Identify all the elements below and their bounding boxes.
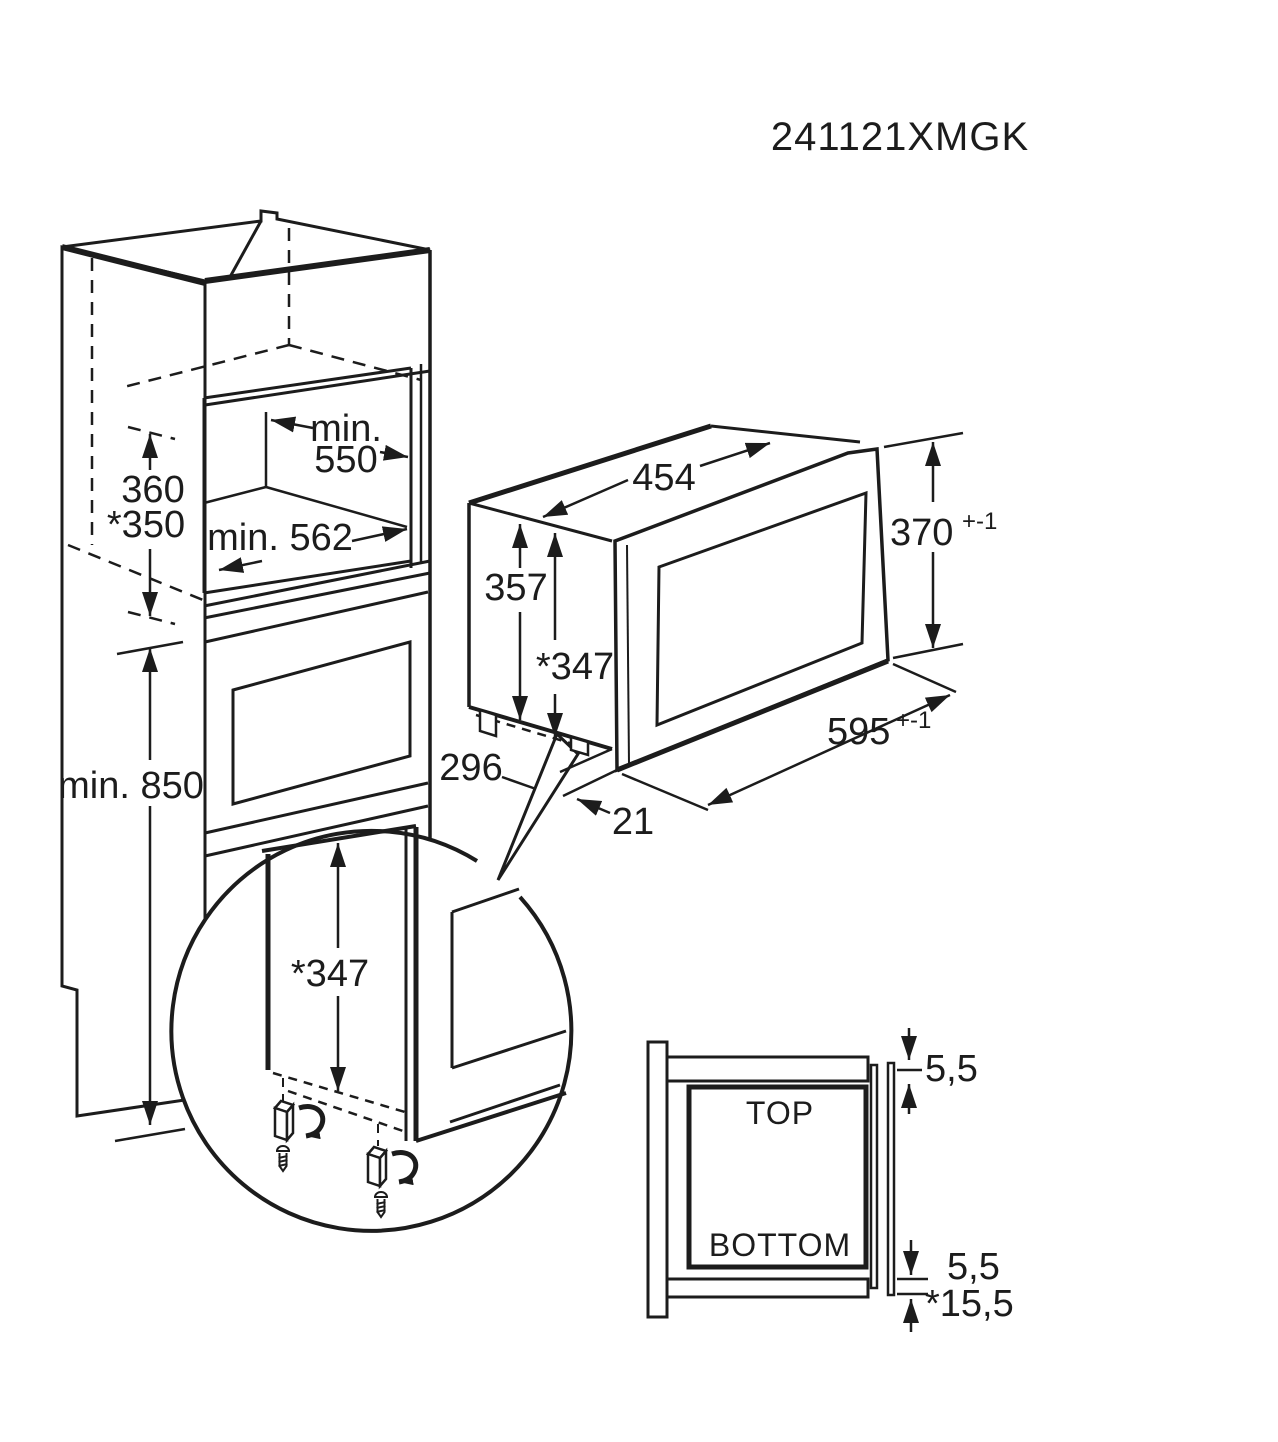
label-section-top: TOP <box>746 1095 814 1131</box>
detail-content: *347 <box>261 824 567 1219</box>
dim-niche-width: min. 550 <box>270 408 409 481</box>
label-section-bottom: BOTTOM <box>709 1227 851 1263</box>
label-body-height-alt: *347 <box>536 646 614 688</box>
label-front-overhang: 21 <box>612 801 654 843</box>
dim-gap-top: 5,5 <box>897 1028 978 1114</box>
dim-bottom-inset: 296 <box>439 747 537 791</box>
microwave-door-window <box>655 490 868 728</box>
section-microwave-box <box>686 1084 869 1270</box>
label-body-width: 454 <box>632 457 695 499</box>
label-niche-width-prefix: min. <box>310 408 382 450</box>
detail-callout-beam <box>496 731 580 881</box>
cabinet-oven-front <box>204 590 429 858</box>
dim-frame-width: 595 +-1 <box>621 662 957 812</box>
section-front-trim <box>869 1063 879 1290</box>
dim-gap-bottom: 5,5 *15,5 <box>897 1240 1014 1332</box>
dim-detail-height: *347 <box>291 843 369 1091</box>
spacer-block <box>365 1145 389 1190</box>
section-side-wall <box>646 1040 669 1319</box>
label-frame-height: 370 <box>890 512 953 554</box>
label-niche-width-value: 550 <box>314 439 377 481</box>
spacer-block <box>272 1099 296 1144</box>
section-bottom-shelf <box>665 1277 870 1299</box>
microwave-drawing: 454 357 *347 370 +-1 595 +- <box>439 423 997 843</box>
cabinet-niche <box>202 364 423 595</box>
cabinet-drawing: 360 *350 min. 850 min. 550 min. 562 <box>58 209 432 1143</box>
label-body-height: 357 <box>484 567 547 609</box>
label-frame-width: 595 <box>827 711 890 753</box>
label-niche-height-alt: *350 <box>107 504 185 546</box>
label-niche-height-std: 360 <box>121 469 184 511</box>
section-top-shelf <box>665 1055 870 1083</box>
dim-front-overhang: 21 <box>559 747 654 843</box>
label-floor-clearance: min. 850 <box>58 765 204 807</box>
label-detail-height: *347 <box>291 953 369 995</box>
label-gap-top: 5,5 <box>925 1048 978 1090</box>
label-frame-width-tol: +-1 <box>896 707 931 734</box>
dim-niche-depth: min. 562 <box>207 517 408 573</box>
dim-floor-clearance: min. 850 <box>58 640 204 1143</box>
rotate-arrow-icon <box>391 1150 419 1186</box>
dim-body-width: 454 <box>542 441 771 519</box>
label-bottom-inset: 296 <box>439 747 502 789</box>
microwave-foot <box>569 735 590 757</box>
dim-frame-height: 370 +-1 <box>883 431 997 660</box>
dim-body-height-alt: *347 <box>536 533 614 737</box>
screw-icon <box>374 1191 388 1219</box>
dim-body-height: 357 <box>484 524 548 720</box>
microwave-foot <box>478 708 498 738</box>
section-door-panel <box>886 1061 896 1297</box>
rotate-arrow-icon <box>298 1104 326 1140</box>
screw-icon <box>276 1145 290 1173</box>
microwave-front-frame <box>613 447 890 773</box>
model-number-label: 241121XMGK <box>771 115 1029 159</box>
cross-section-view: TOP BOTTOM 5,5 5,5 *15,5 <box>646 1028 1014 1332</box>
dim-niche-height: 360 *350 <box>107 434 185 616</box>
label-niche-depth: min. 562 <box>207 517 353 559</box>
label-frame-height-tol: +-1 <box>962 508 997 535</box>
label-gap-bottom-alt: *15,5 <box>925 1283 1014 1325</box>
label-gap-bottom: 5,5 <box>947 1246 1000 1288</box>
